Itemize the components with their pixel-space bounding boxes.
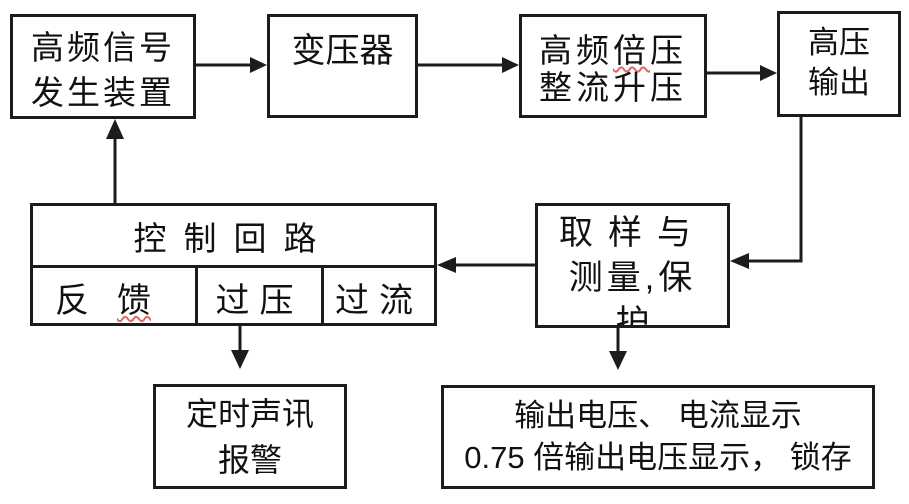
node-label-line: 高压 [808,25,870,60]
node-label-line: 输出电压、 电流显示 [514,398,802,433]
node-sampling-measure-protect: 取样与 测量,保 护 [535,203,730,328]
node-transformer: 变压器 [267,14,418,118]
arrow-hv-output-to-sampling [730,117,803,269]
node-label-line: 取样与 [559,214,706,252]
arrow-control-to-hf [106,119,124,203]
cell-feedback-text: 反 [55,281,89,320]
node-label-line: 测量,保 [568,259,697,297]
label-part-squiggled: 倍 [613,32,650,69]
arrow-sampling-to-display [609,328,627,370]
arrow-overvoltage-to-alarm [231,326,249,369]
cell-overvoltage: 过压 [198,268,324,326]
node-label-line: 定时声讯 [185,395,314,432]
node-label-line: 发生装置 [31,74,175,111]
label-part: 高频 [539,32,613,69]
control-loop-cells: 反馈 过压 过流 [33,268,434,326]
node-timed-audio-alarm: 定时声讯 报警 [153,384,347,489]
cell-feedback: 反馈 [33,268,198,326]
node-label-line-clipped: 护 [615,304,650,328]
node-label-line: 整流升压 [539,69,687,106]
arrow-hf-to-transformer [196,57,267,73]
node-voltage-current-display: 输出电压、 电流显示 0.75 倍输出电压显示， 锁存 [441,385,875,489]
control-loop-title: 控制回路 [33,206,434,268]
node-label-line: 变压器 [291,32,394,70]
label-part: 压 [650,32,687,69]
node-label-line: 高频倍压 [539,32,687,69]
node-label-line: 输出 [808,65,870,100]
arrow-sampling-to-control [437,257,535,273]
node-label-line: 报警 [217,441,282,478]
cell-feedback-text-squiggled: 馈 [117,281,151,320]
node-hf-signal-generator: 高频信号 发生装置 [10,14,196,119]
arrow-multiplier-to-hv-output [707,65,777,81]
node-hv-output: 高压 输出 [777,11,901,117]
node-control-loop: 控制回路 反馈 过压 过流 [30,203,437,326]
node-label-line: 高频信号 [31,29,175,66]
node-label-line: 0.75 倍输出电压显示， 锁存 [464,440,852,475]
node-hf-voltage-multiplier: 高频倍压 整流升压 [519,14,707,118]
cell-overcurrent: 过流 [335,281,423,320]
arrow-transformer-to-multiplier [418,57,519,73]
